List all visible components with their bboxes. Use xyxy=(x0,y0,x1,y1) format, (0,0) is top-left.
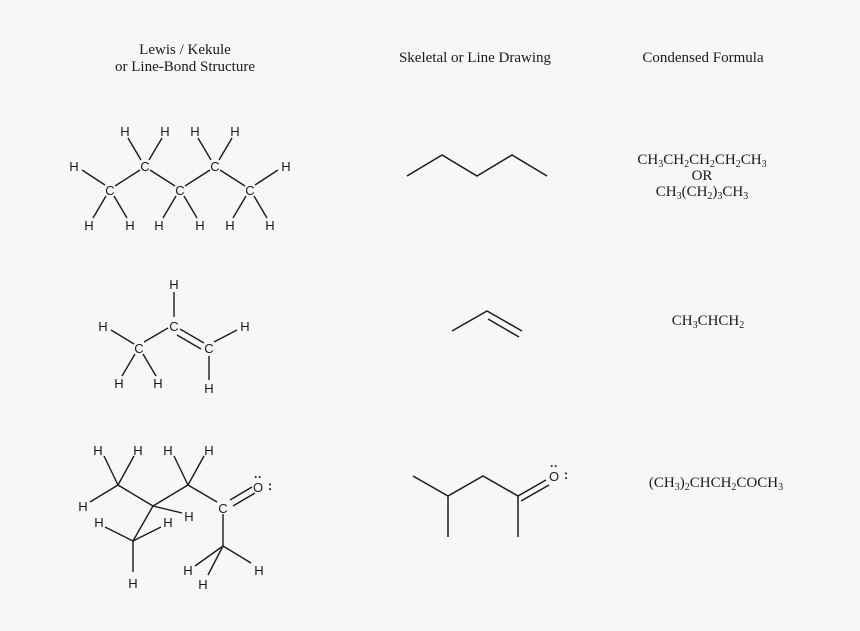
hydrogen-atom: H xyxy=(163,515,172,530)
skeletal-propene xyxy=(451,310,523,338)
lone-pair-side: : xyxy=(564,467,568,482)
carbon-atom: C xyxy=(245,183,254,198)
hydrogen-atom: H xyxy=(69,159,78,174)
hydrogen-atom: H xyxy=(84,218,93,233)
lewis-methylpentanone: C O ·· : H H H H H H H H H H H H xyxy=(78,443,272,592)
skeletal-methylpentanone: O ·· : xyxy=(412,459,568,537)
hydrogen-atom: H xyxy=(225,218,234,233)
hydrogen-atom: H xyxy=(98,319,107,334)
header-lewis: Lewis / Kekule or Line-Bond Structure xyxy=(60,42,310,76)
carbon-atom: C xyxy=(134,341,143,356)
hydrogen-atom: H xyxy=(114,376,123,391)
hydrogen-atom: H xyxy=(120,124,129,139)
carbon-atom: C xyxy=(210,159,219,174)
hydrogen-atom: H xyxy=(265,218,274,233)
carbon-atom: C xyxy=(105,183,114,198)
hydrogen-atom: H xyxy=(128,576,137,591)
hydrogen-atom: H xyxy=(198,577,207,592)
carbon-atom: C xyxy=(204,341,213,356)
lone-pair-top: ·· xyxy=(254,470,262,484)
pentane-formula-line2: CH3(CH2)3CH3 xyxy=(655,184,749,202)
lone-pair-side: : xyxy=(268,478,272,493)
oxygen-atom: O xyxy=(549,469,559,484)
carbon-atom: C xyxy=(175,183,184,198)
skeletal-pentane xyxy=(406,154,548,177)
hydrogen-atom: H xyxy=(190,124,199,139)
hydrogen-atom: H xyxy=(163,443,172,458)
lone-pair-top: ·· xyxy=(550,459,558,473)
condensed-formula-pentane: CH3CH2CH2CH2CH3 OR CH3(CH2)3CH3 xyxy=(602,151,802,202)
hydrogen-atom: H xyxy=(169,277,178,292)
condensed-formula-methylpentanone: (CH3)2CHCH2COCH3 xyxy=(648,475,784,493)
hydrogen-atom: H xyxy=(153,376,162,391)
oxygen-atom: O xyxy=(253,480,263,495)
hydrogen-atom: H xyxy=(183,563,192,578)
hydrogen-atom: H xyxy=(195,218,204,233)
header-skeletal: Skeletal or Line Drawing xyxy=(398,50,552,66)
header-condensed: Condensed Formula xyxy=(642,50,764,66)
carbon-atom: C xyxy=(140,159,149,174)
hydrogen-atom: H xyxy=(204,381,213,396)
lewis-pentane: C C C C C H H H H H H H H H H H H xyxy=(69,124,290,233)
hydrogen-atom: H xyxy=(254,563,263,578)
condensed-formula-propene: CH3CHCH2 xyxy=(671,313,745,331)
hydrogen-atom: H xyxy=(78,499,87,514)
hydrogen-atom: H xyxy=(154,218,163,233)
hydrogen-atom: H xyxy=(204,443,213,458)
hydrogen-atom: H xyxy=(133,443,142,458)
pentane-formula-or: OR xyxy=(691,168,713,184)
carbon-atom: C xyxy=(218,501,227,516)
hydrogen-atom: H xyxy=(240,319,249,334)
hydrogen-atom: H xyxy=(160,124,169,139)
hydrogen-atom: H xyxy=(281,159,290,174)
pentane-formula-line1: CH3CH2CH2CH2CH3 xyxy=(637,152,767,170)
header-lewis-line1: Lewis / Kekule xyxy=(139,42,231,58)
hydrogen-atom: H xyxy=(230,124,239,139)
hydrogen-atom: H xyxy=(184,509,193,524)
hydrogen-atom: H xyxy=(94,515,103,530)
hydrogen-atom: H xyxy=(93,443,102,458)
hydrogen-atom: H xyxy=(125,218,134,233)
carbon-atom: C xyxy=(169,319,178,334)
lewis-propene: C C C H H H H H H xyxy=(98,277,249,396)
header-lewis-line2: or Line-Bond Structure xyxy=(115,59,255,75)
